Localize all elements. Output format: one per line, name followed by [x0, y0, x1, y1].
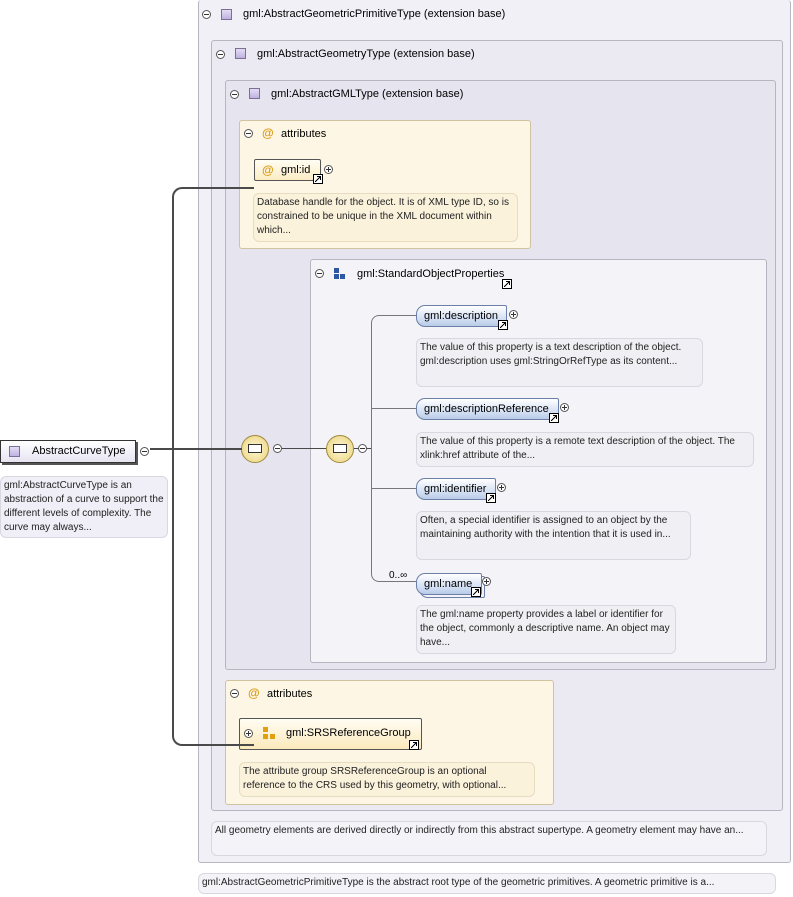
reference-link-icon[interactable] [313, 174, 323, 184]
element-identifier[interactable]: gml:identifier [416, 478, 496, 500]
collapse-primitive-button[interactable] [202, 10, 211, 19]
complex-type-icon [235, 48, 246, 59]
collapse-attributes-button[interactable] [230, 689, 239, 698]
attr-group-srs-doc: The attribute group SRSReferenceGroup is… [239, 762, 535, 797]
connector [282, 448, 326, 449]
reference-link-icon[interactable] [498, 320, 508, 330]
ext-gml-title[interactable]: gml:AbstractGMLType (extension base) [271, 88, 464, 100]
collapse-group-button[interactable] [315, 269, 324, 278]
sequence-glyph [333, 444, 347, 453]
root-type-name: AbstractCurveType [32, 445, 126, 457]
sequence-glyph [248, 444, 262, 453]
connector [150, 448, 242, 450]
attr-gml-id-label: gml:id [281, 164, 311, 176]
ext-primitive-title[interactable]: gml:AbstractGeometricPrimitiveType (exte… [243, 8, 506, 20]
element-description-reference-doc: The value of this property is a remote t… [416, 432, 754, 467]
expand-description-reference-button[interactable] [560, 403, 569, 412]
complex-type-icon [221, 9, 232, 20]
reference-link-icon[interactable] [549, 413, 559, 423]
attr-group-srs-label: gml:SRSReferenceGroup [286, 727, 411, 739]
reference-link-icon[interactable] [471, 587, 481, 597]
attributes-label: attributes [281, 128, 327, 140]
connector [371, 315, 417, 582]
reference-link-icon[interactable] [486, 493, 496, 503]
attribute-group-icon [263, 727, 276, 740]
connector [371, 408, 417, 409]
attr-gml-id-doc: Database handle for the object. It is of… [253, 193, 518, 242]
attribute-icon: @ [262, 163, 274, 177]
attr-group-srs[interactable] [239, 718, 422, 750]
ext-geometry-doc: All geometry elements are derived direct… [211, 821, 767, 856]
collapse-sequence-button[interactable] [273, 444, 282, 453]
collapse-geometry-button[interactable] [216, 50, 225, 59]
element-description-doc: The value of this property is a text des… [416, 338, 703, 387]
group-title[interactable]: gml:StandardObjectProperties [357, 268, 505, 280]
connector [172, 187, 254, 746]
collapse-sequence-button[interactable] [358, 444, 367, 453]
expand-identifier-button[interactable] [497, 483, 506, 492]
root-type-doc: gml:AbstractCurveType is an abstraction … [0, 476, 168, 538]
expand-attr-id-button[interactable] [324, 165, 333, 174]
element-description[interactable]: gml:description [416, 305, 507, 327]
collapse-attributes-button[interactable] [244, 129, 253, 138]
root-type-box[interactable] [0, 440, 136, 463]
attribute-icon: @ [262, 126, 274, 140]
attributes-label: attributes [267, 688, 313, 700]
attribute-icon: @ [248, 686, 260, 700]
collapse-gml-button[interactable] [230, 90, 239, 99]
ext-primitive-doc: gml:AbstractGeometricPrimitiveType is th… [198, 873, 776, 894]
complex-type-icon [249, 88, 260, 99]
element-name[interactable]: gml:name [416, 573, 482, 595]
expand-description-button[interactable] [509, 310, 518, 319]
element-name-doc: The gml:name property provides a label o… [416, 605, 676, 654]
collapse-root-button[interactable] [140, 447, 149, 456]
connector [226, 745, 240, 747]
reference-link-icon[interactable] [502, 279, 512, 289]
expand-name-button[interactable] [482, 577, 491, 586]
group-icon [334, 268, 346, 280]
reference-link-icon[interactable] [409, 740, 419, 750]
ext-geometry-title[interactable]: gml:AbstractGeometryType (extension base… [257, 48, 475, 60]
connector [371, 488, 417, 489]
cardinality-label: 0..∞ [389, 570, 408, 581]
complex-type-icon [9, 446, 20, 457]
element-description-reference[interactable]: gml:descriptionReference [416, 398, 559, 420]
element-identifier-doc: Often, a special identifier is assigned … [416, 511, 691, 560]
attr-gml-id[interactable] [254, 159, 321, 181]
